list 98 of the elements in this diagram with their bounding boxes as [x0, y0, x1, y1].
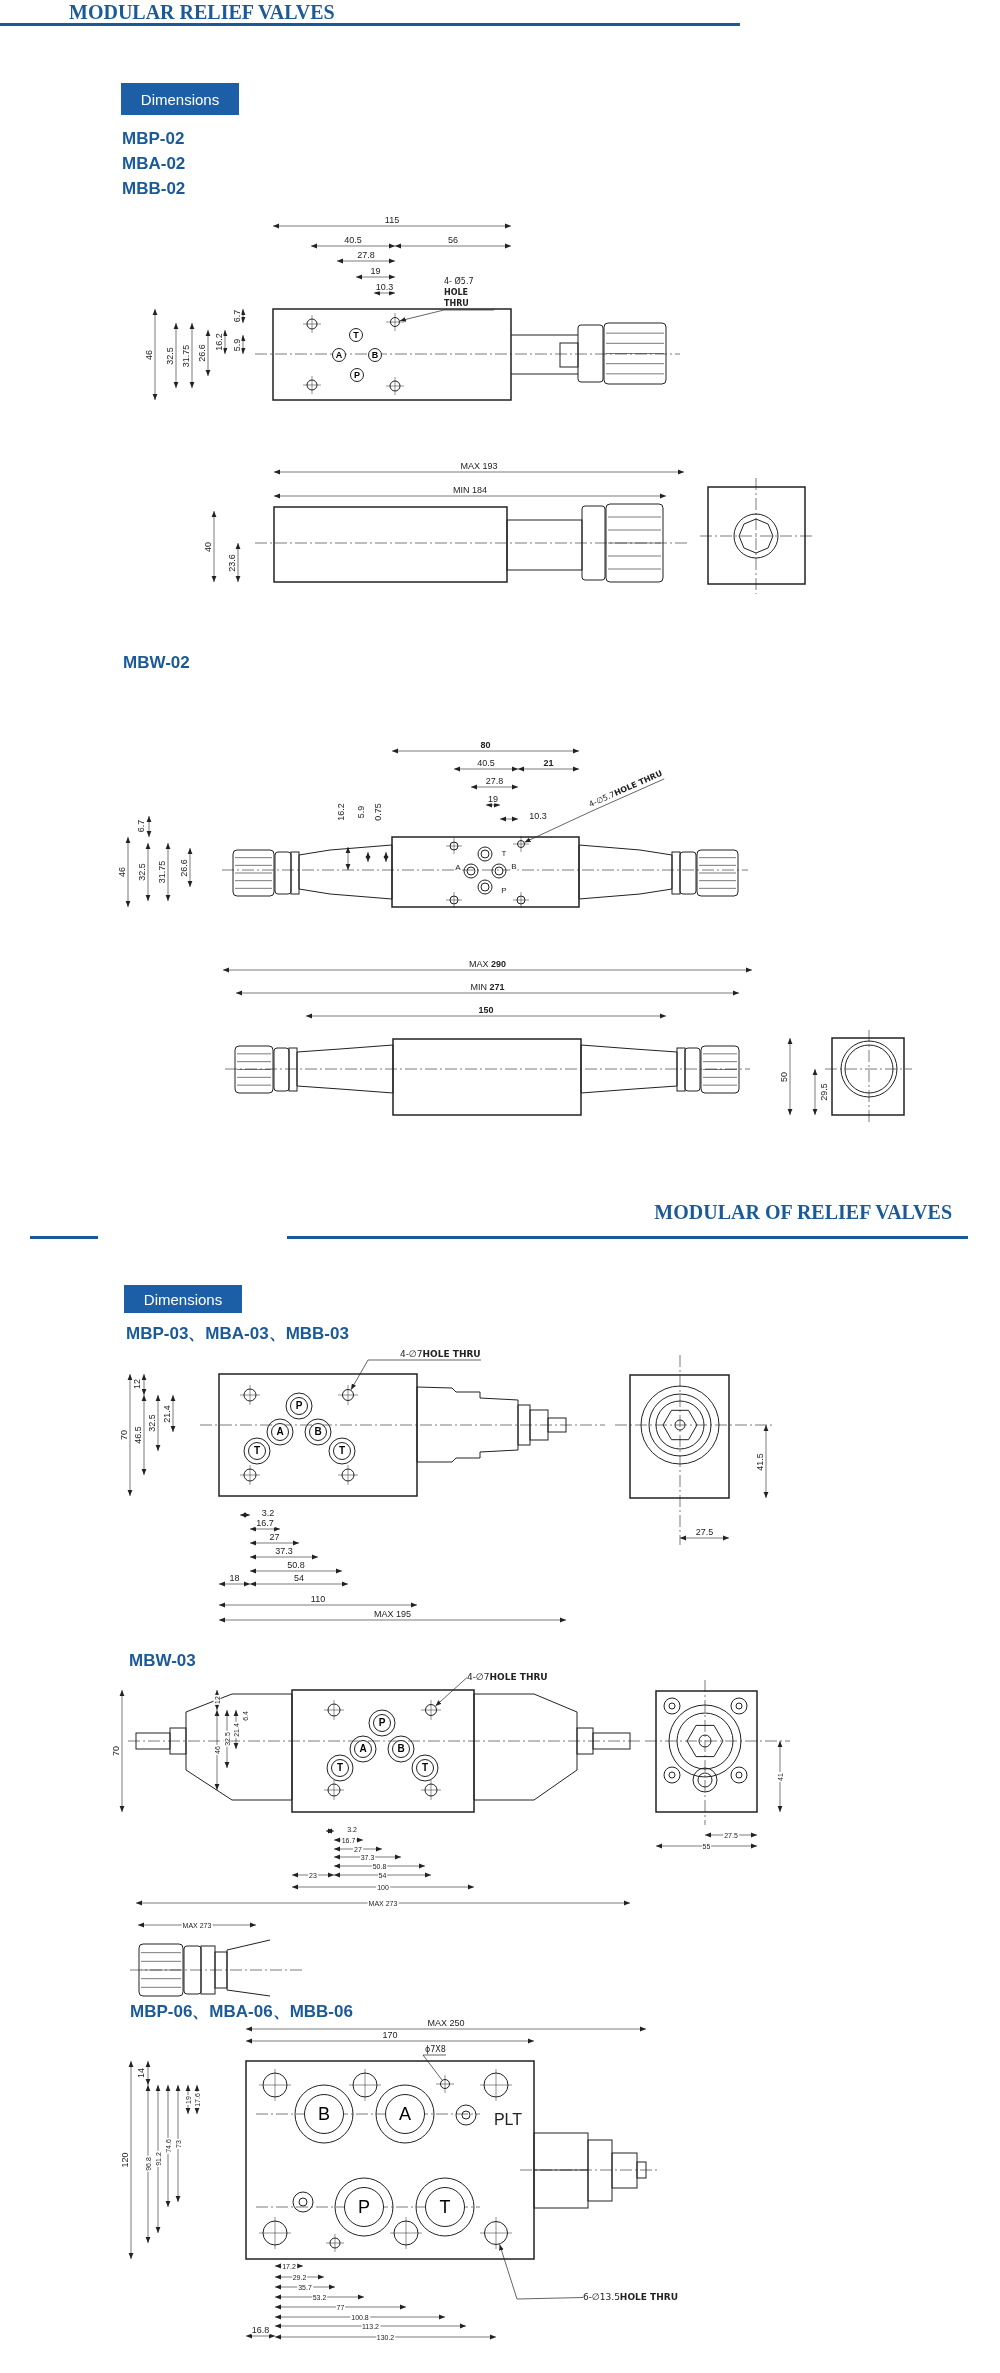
dimension-value: 110 — [309, 1594, 327, 1604]
model-title: MBP-02 — [121, 129, 186, 147]
dimension-value: 46.5 — [133, 1425, 143, 1445]
port-circle: A — [332, 348, 346, 362]
dimension-value: 27 — [268, 1532, 281, 1542]
model-title: MBB-02 — [121, 179, 187, 197]
dimension-value: 70 — [119, 1429, 129, 1441]
port-circle: A — [271, 1423, 289, 1441]
page-heading: MODULAR OF RELIEF VALVES — [653, 1202, 953, 1222]
dimension-value: MIN 184 — [452, 485, 488, 495]
dimension-value: 26.6 — [197, 343, 207, 363]
dimension-value: 18 — [228, 1573, 241, 1583]
port-circle: T — [425, 2187, 465, 2227]
dimension-value: 40 — [203, 540, 213, 553]
model-title: MBP-03、MBA-03、MBB-03 — [125, 1324, 350, 1342]
dimension-value: 19 — [369, 266, 382, 276]
dimension-value: MIN 271 — [469, 982, 506, 992]
dimension-value: 50.8 — [286, 1560, 306, 1570]
dimension-value: 16.8 — [250, 2325, 271, 2335]
dimension-value: 12 — [132, 1378, 142, 1390]
port-circle: T — [331, 1759, 349, 1777]
port-circle: B — [392, 1740, 410, 1758]
dimension-value: 3.2 — [260, 1508, 276, 1518]
dimension-value: 37.3 — [274, 1546, 294, 1556]
dimension-value: 6.7 — [136, 818, 146, 834]
hole-note: 4-∅7HOLE THRU — [400, 1349, 481, 1360]
port-circle: T — [333, 1442, 351, 1460]
dimension-value: 5.9 — [356, 804, 366, 820]
port-circle: T — [416, 1759, 434, 1777]
port-circle: P — [350, 368, 364, 382]
dimension-value: 21 — [542, 758, 555, 768]
dimension-value: 150 — [477, 1005, 495, 1015]
dimension-value: 10.3 — [528, 811, 548, 821]
section-badge: Dimensions — [121, 83, 239, 115]
port-circle: T — [349, 328, 363, 342]
port-circle: B — [309, 1423, 327, 1441]
model-title: MBP-06、MBA-06、MBB-06 — [129, 2002, 354, 2020]
port-circle: P — [344, 2187, 384, 2227]
model-title: MBA-02 — [121, 154, 187, 172]
dimension-value: 50 — [779, 1070, 789, 1083]
dimension-value: 46 — [117, 866, 127, 878]
hole-note: 4- Ø5.7 HOLE THRU — [444, 276, 494, 310]
port-letter: A — [454, 864, 462, 872]
dimension-value: 5.9 — [232, 337, 242, 352]
model-title: MBW-03 — [128, 1651, 197, 1669]
port-circle: P — [373, 1714, 391, 1732]
dimension-value: 27.5 — [694, 1527, 715, 1537]
dimension-value: 27.8 — [356, 250, 376, 260]
dimension-value: 27.8 — [484, 776, 505, 786]
leader-line — [422, 2054, 447, 2081]
port-circle: P — [290, 1397, 308, 1415]
hole-note: ϕ7X8 — [425, 2045, 446, 2055]
dimension-value: 21.4 — [162, 1403, 172, 1424]
dimension-value: 170 — [381, 2030, 399, 2040]
dimension-value: 32.5 — [137, 862, 147, 882]
dimension-value: 23.6 — [227, 552, 237, 573]
model-title: MBW-02 — [122, 653, 191, 671]
page-heading: MODULAR RELIEF VALVES — [68, 2, 336, 22]
dimension-value: 120 — [120, 2151, 130, 2169]
port-letter: B — [510, 863, 518, 871]
dimension-value: 70 — [111, 1745, 121, 1757]
dimension-value: MAX 290 — [468, 959, 507, 969]
dimension-value: 56 — [447, 235, 459, 245]
section-badge: Dimensions — [124, 1285, 242, 1313]
dimension-value: 16.2 — [336, 802, 346, 822]
dimension-value: 32.5 — [165, 345, 175, 366]
dimension-value: 40.5 — [343, 235, 363, 245]
port-letter: P — [500, 887, 508, 895]
dimension-value: 16.7 — [255, 1518, 275, 1528]
hole-note: 4-∅7HOLE THRU — [467, 1672, 548, 1683]
port-letter: T — [500, 850, 508, 858]
port-circle: T — [248, 1442, 266, 1460]
dimension-value: 54 — [293, 1573, 305, 1583]
dimension-value: 41.5 — [755, 1451, 765, 1472]
dimension-value: 46 — [144, 348, 154, 361]
dimension-value: MAX 195 — [373, 1609, 412, 1619]
dimension-value: 31.75 — [157, 859, 167, 885]
dimension-value: 29.5 — [819, 1082, 829, 1102]
dimension-value: 31.75 — [181, 343, 191, 368]
hole-note: 6-∅13.5HOLE THRU — [583, 2292, 678, 2303]
dimension-value: 16.2 — [214, 332, 224, 352]
port-circle: A — [354, 1740, 372, 1758]
port-label: PLT — [492, 2112, 524, 2128]
dimension-value: 32.5 — [147, 1413, 157, 1433]
dimension-value: 14 — [136, 2067, 146, 2079]
dimension-value: 80 — [479, 740, 492, 750]
dimension-value: 6.7 — [232, 308, 242, 324]
port-circle: A — [385, 2094, 425, 2134]
port-circle: B — [368, 348, 382, 362]
port-circle: B — [304, 2094, 344, 2134]
dimension-value: 40.5 — [476, 758, 496, 768]
dimension-value: 10.3 — [374, 282, 395, 292]
dimension-value: 0.75 — [373, 802, 383, 822]
dimension-value: MAX 250 — [426, 2018, 466, 2028]
dimension-value: MAX 193 — [459, 461, 499, 471]
dimension-value: 19 — [487, 794, 499, 804]
dimension-value: 115 — [383, 215, 401, 225]
dimension-value: 26.6 — [179, 857, 189, 878]
